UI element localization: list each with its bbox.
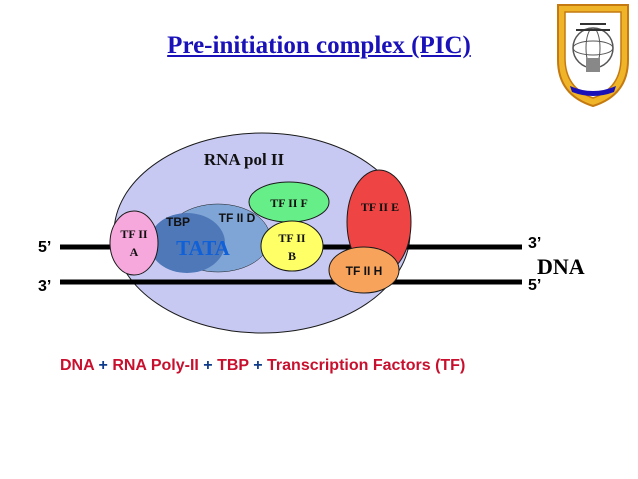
tfiia-shape — [109, 210, 159, 276]
tfiib-label-line2: B — [288, 249, 296, 263]
eq-dna: DNA — [60, 357, 95, 374]
tfiib-shape — [260, 220, 324, 272]
eq-plus-2: + — [198, 357, 218, 374]
pic-diagram: RNA pol II 5’ 3’ 3’ 5’ DNA TF II E TF II… — [38, 132, 585, 334]
tfiia-label-line2: A — [130, 245, 139, 259]
university-seal-logo — [557, 4, 629, 108]
tfiia-label-line1: TF II — [120, 227, 148, 241]
eq-plus-3: + — [248, 357, 268, 374]
eq-transcription-factors: Transcription Factors (TF) — [267, 357, 466, 374]
top-strand-5-prime: 5’ — [38, 239, 51, 256]
eq-plus-1: + — [94, 357, 113, 374]
tfiid-label: TF II D — [219, 211, 256, 225]
tata-label: TATA — [176, 236, 231, 260]
eq-rna-poly: RNA Poly-II — [112, 357, 199, 374]
tfiif-label: TF II F — [270, 196, 308, 210]
bottom-strand-5-prime: 5’ — [528, 277, 541, 294]
tfiih-label: TF II H — [346, 264, 383, 278]
dna-label: DNA — [537, 254, 585, 279]
tfiie-label: TF II E — [361, 200, 399, 214]
tfiih-shape — [328, 246, 400, 294]
bottom-strand-3-prime: 3’ — [38, 278, 51, 295]
rna-pol-ii-label: RNA pol II — [204, 150, 285, 169]
slide-title: Pre-initiation complex (PIC) — [167, 32, 471, 59]
tbp-label: TBP — [166, 215, 190, 229]
tfiib-label-line1: TF II — [278, 231, 306, 245]
equation-line: DNA + RNA Poly-II + TBP + Transcription … — [60, 357, 465, 375]
top-strand-3-prime: 3’ — [528, 235, 541, 252]
tbp-shape — [149, 213, 225, 273]
eq-tbp: TBP — [217, 357, 249, 374]
